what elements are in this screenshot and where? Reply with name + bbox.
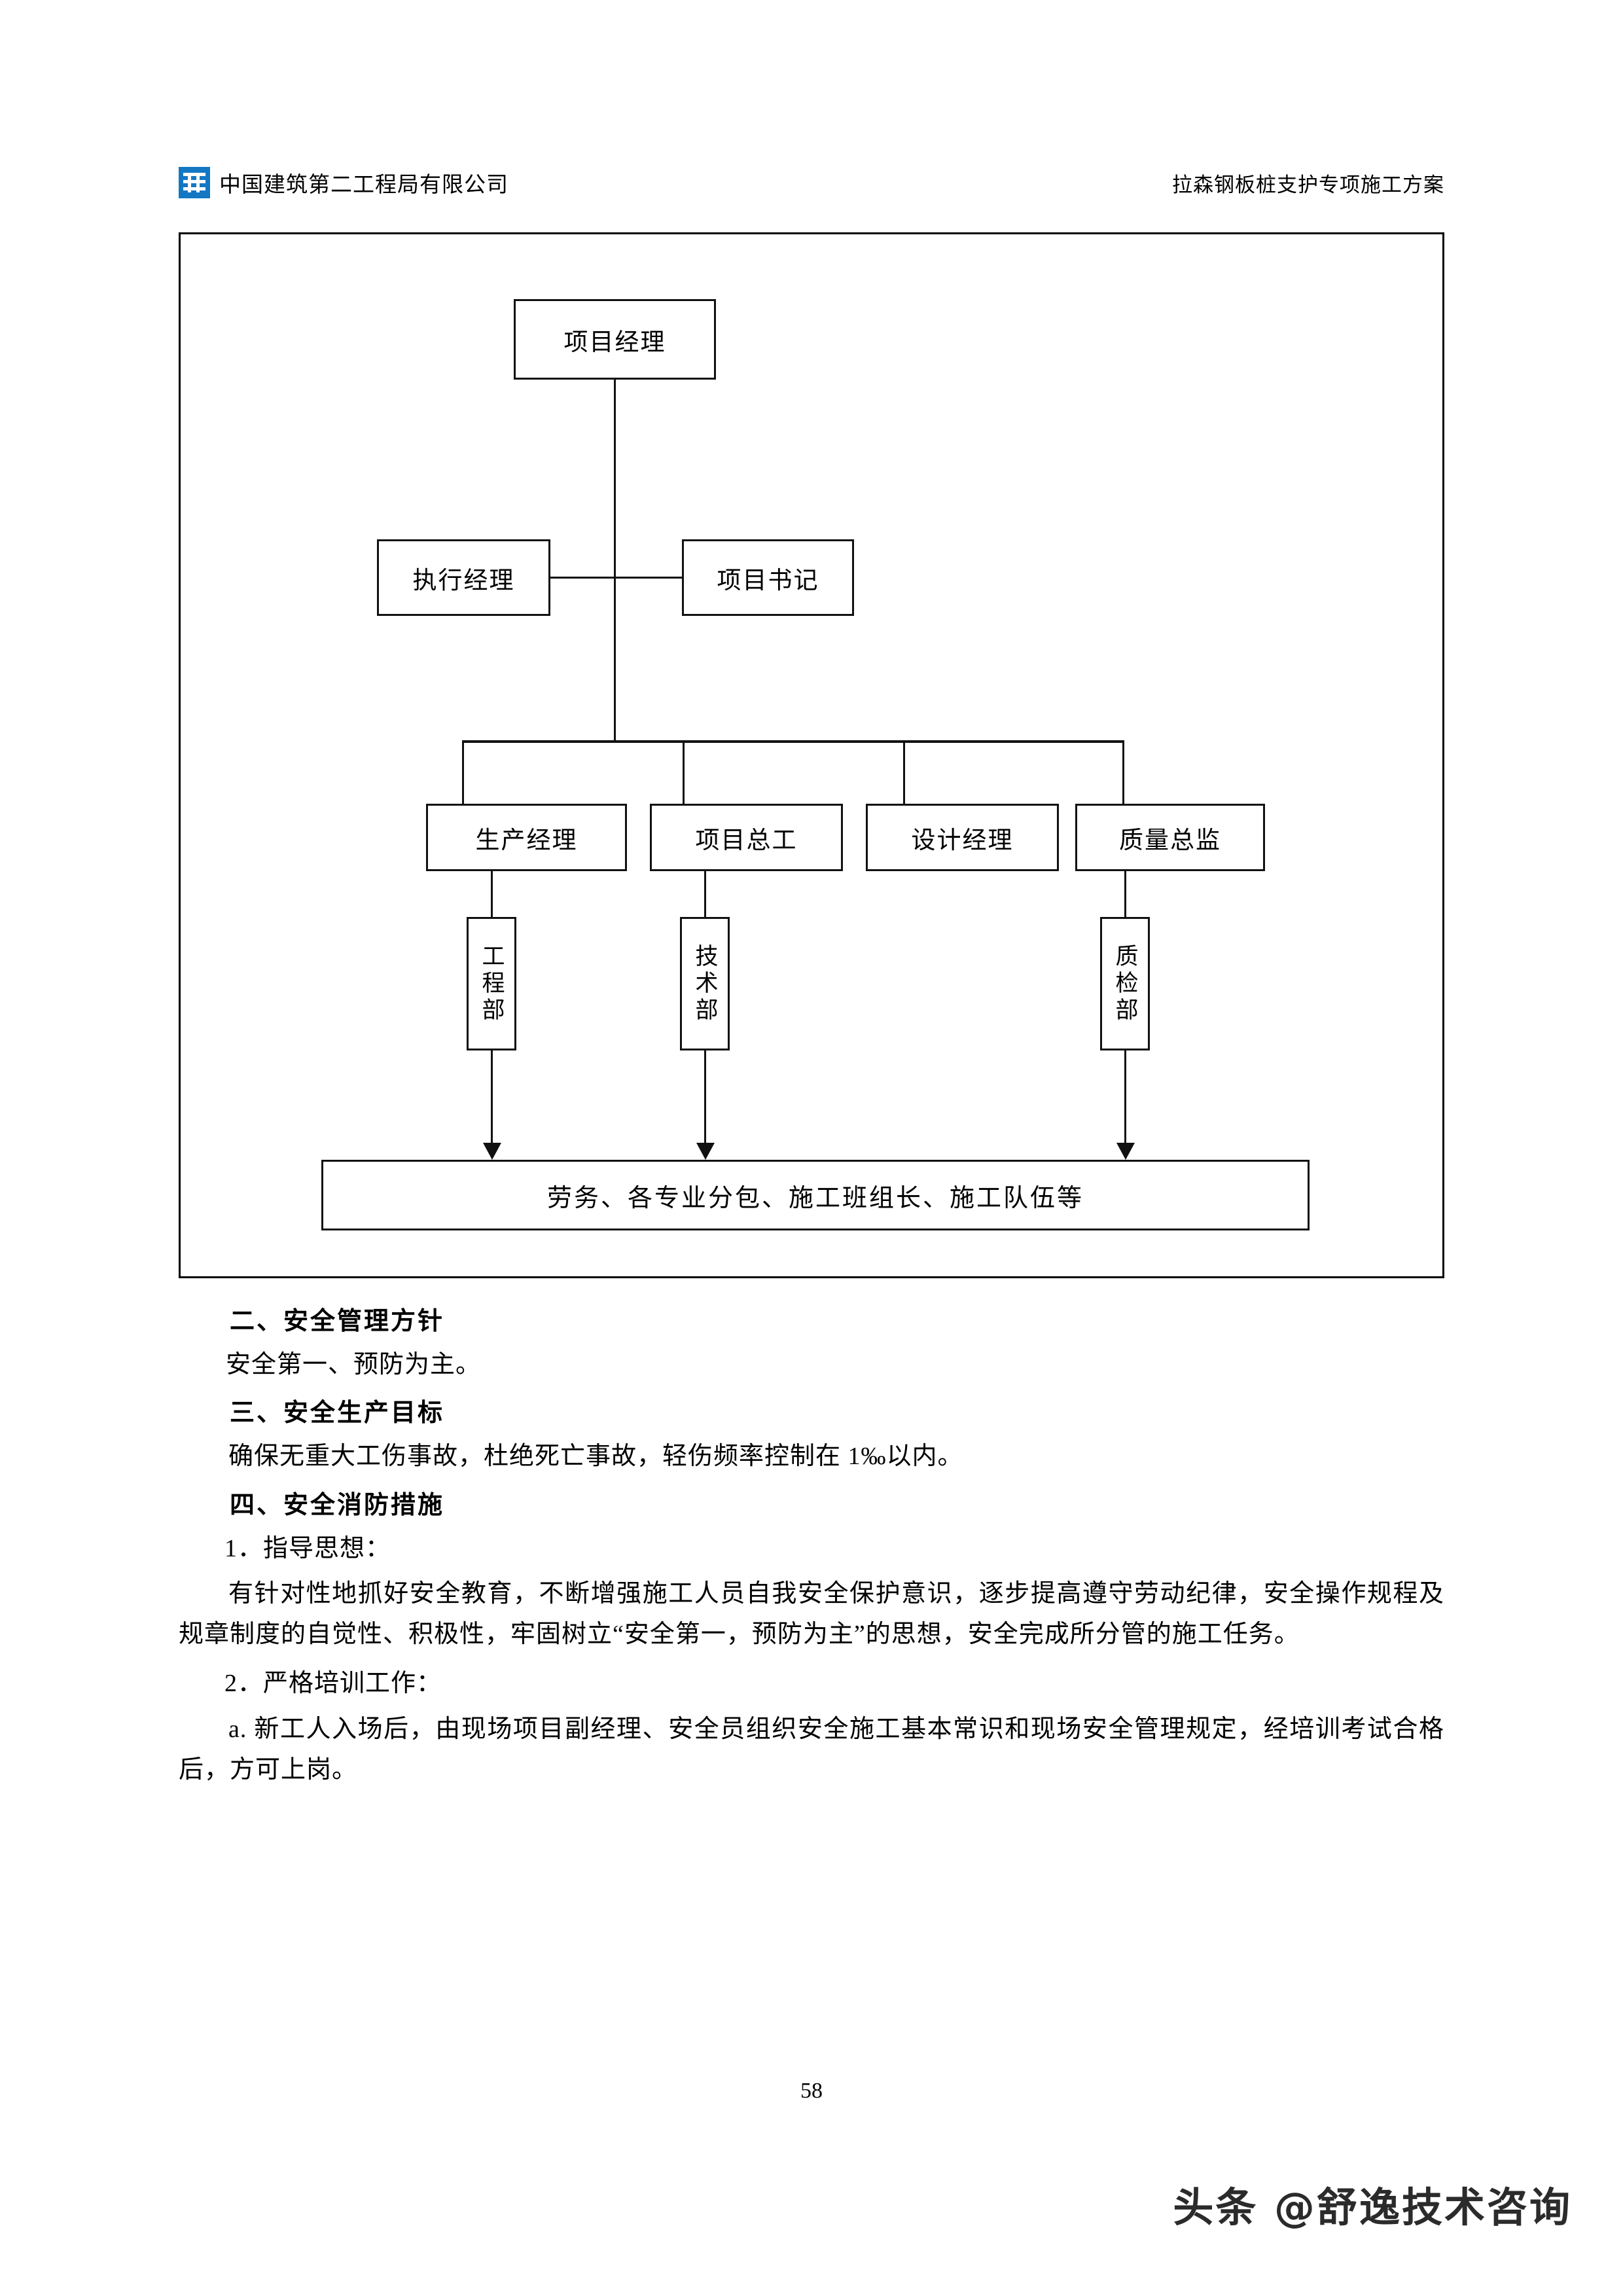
list-item-strict-training-title: 2．严格培训工作：	[224, 1670, 442, 1698]
paragraph-guiding-ideology-body: 有针对性地抓好安全教育，不断增强施工人员自我安全保护意识，逐步提高遵守劳动纪律，…	[179, 1580, 1444, 1648]
list-item-guiding-ideology-title: 1．指导思想：	[224, 1534, 391, 1562]
connector-arrow-line-quality	[1124, 1050, 1126, 1147]
org-node-project-secretary: 项目书记	[682, 539, 854, 616]
connector-drop-production-manager	[462, 740, 464, 805]
connector-drop-chief-engineer	[683, 740, 685, 805]
org-node-executive-manager: 执行经理	[377, 539, 550, 616]
watermark-text: 头条 @舒逸技术咨询	[1173, 2183, 1572, 2231]
paragraph-strict-training-body: a. 新工人入场后，由现场项目副经理、安全员组织安全施工基本常识和现场安全管理规…	[179, 1715, 1444, 1784]
connector-trunk-main	[614, 380, 616, 742]
connector-arrow-line-technical	[704, 1050, 706, 1147]
org-node-design-manager: 设计经理	[866, 804, 1059, 871]
org-node-subcontractors-bar: 劳务、各专业分包、施工班组长、施工队伍等	[321, 1160, 1310, 1230]
connector-drop-quality-director	[1122, 740, 1124, 805]
document-body: 二、安全管理方针 安全第一、预防为主。 三、安全生产目标 确保无重大工伤事故，杜…	[179, 1302, 1444, 1795]
arrow-head-technical	[696, 1143, 715, 1160]
arrow-head-quality	[1116, 1143, 1135, 1160]
section-heading-safety-policy: 二、安全管理方针	[230, 1308, 445, 1335]
org-node-chief-engineer: 项目总工	[650, 804, 843, 871]
org-node-quality-director: 质量总监	[1075, 804, 1265, 871]
header-left-group: 中国建筑第二工程局有限公司	[179, 167, 508, 198]
org-node-technical-department: 技术部	[680, 917, 730, 1050]
header-document-title: 拉森钢板桩支护专项施工方案	[1172, 173, 1444, 196]
connector-stem-quality-dept	[1124, 871, 1126, 917]
connector-stem-technical-dept	[704, 871, 706, 917]
section-heading-safety-goal: 三、安全生产目标	[230, 1399, 445, 1427]
csceg-logo-icon	[179, 167, 210, 198]
connector-drop-design-manager	[903, 740, 905, 805]
paragraph-safety-policy: 安全第一、预防为主。	[226, 1350, 482, 1378]
section-heading-fire-safety-measures: 四、安全消防措施	[230, 1491, 445, 1519]
connector-arrow-line-engineering	[491, 1050, 493, 1147]
connector-level3-distributor	[462, 740, 1124, 743]
org-node-project-manager: 项目经理	[514, 299, 716, 380]
org-node-production-manager: 生产经理	[426, 804, 627, 871]
page-number: 58	[800, 2079, 823, 2103]
connector-stem-engineering-dept	[491, 871, 493, 917]
org-chart-frame: 项目经理 执行经理 项目书记 生产经理 项目总工 设计经理 质量总监 工程部 技…	[179, 232, 1444, 1278]
org-node-engineering-department: 工程部	[467, 917, 516, 1050]
org-node-quality-inspection-department: 质检部	[1100, 917, 1150, 1050]
org-chart-canvas: 项目经理 执行经理 项目书记 生产经理 项目总工 设计经理 质量总监 工程部 技…	[181, 234, 1442, 1276]
header-company-name: 中国建筑第二工程局有限公司	[219, 173, 508, 197]
paragraph-safety-goal: 确保无重大工伤事故，杜绝死亡事故，轻伤频率控制在 1‰以内。	[228, 1443, 963, 1471]
arrow-head-engineering	[483, 1143, 501, 1160]
page-header: 中国建筑第二工程局有限公司 拉森钢板桩支护专项施工方案	[179, 162, 1444, 203]
connector-level2-horizontal	[516, 577, 715, 579]
